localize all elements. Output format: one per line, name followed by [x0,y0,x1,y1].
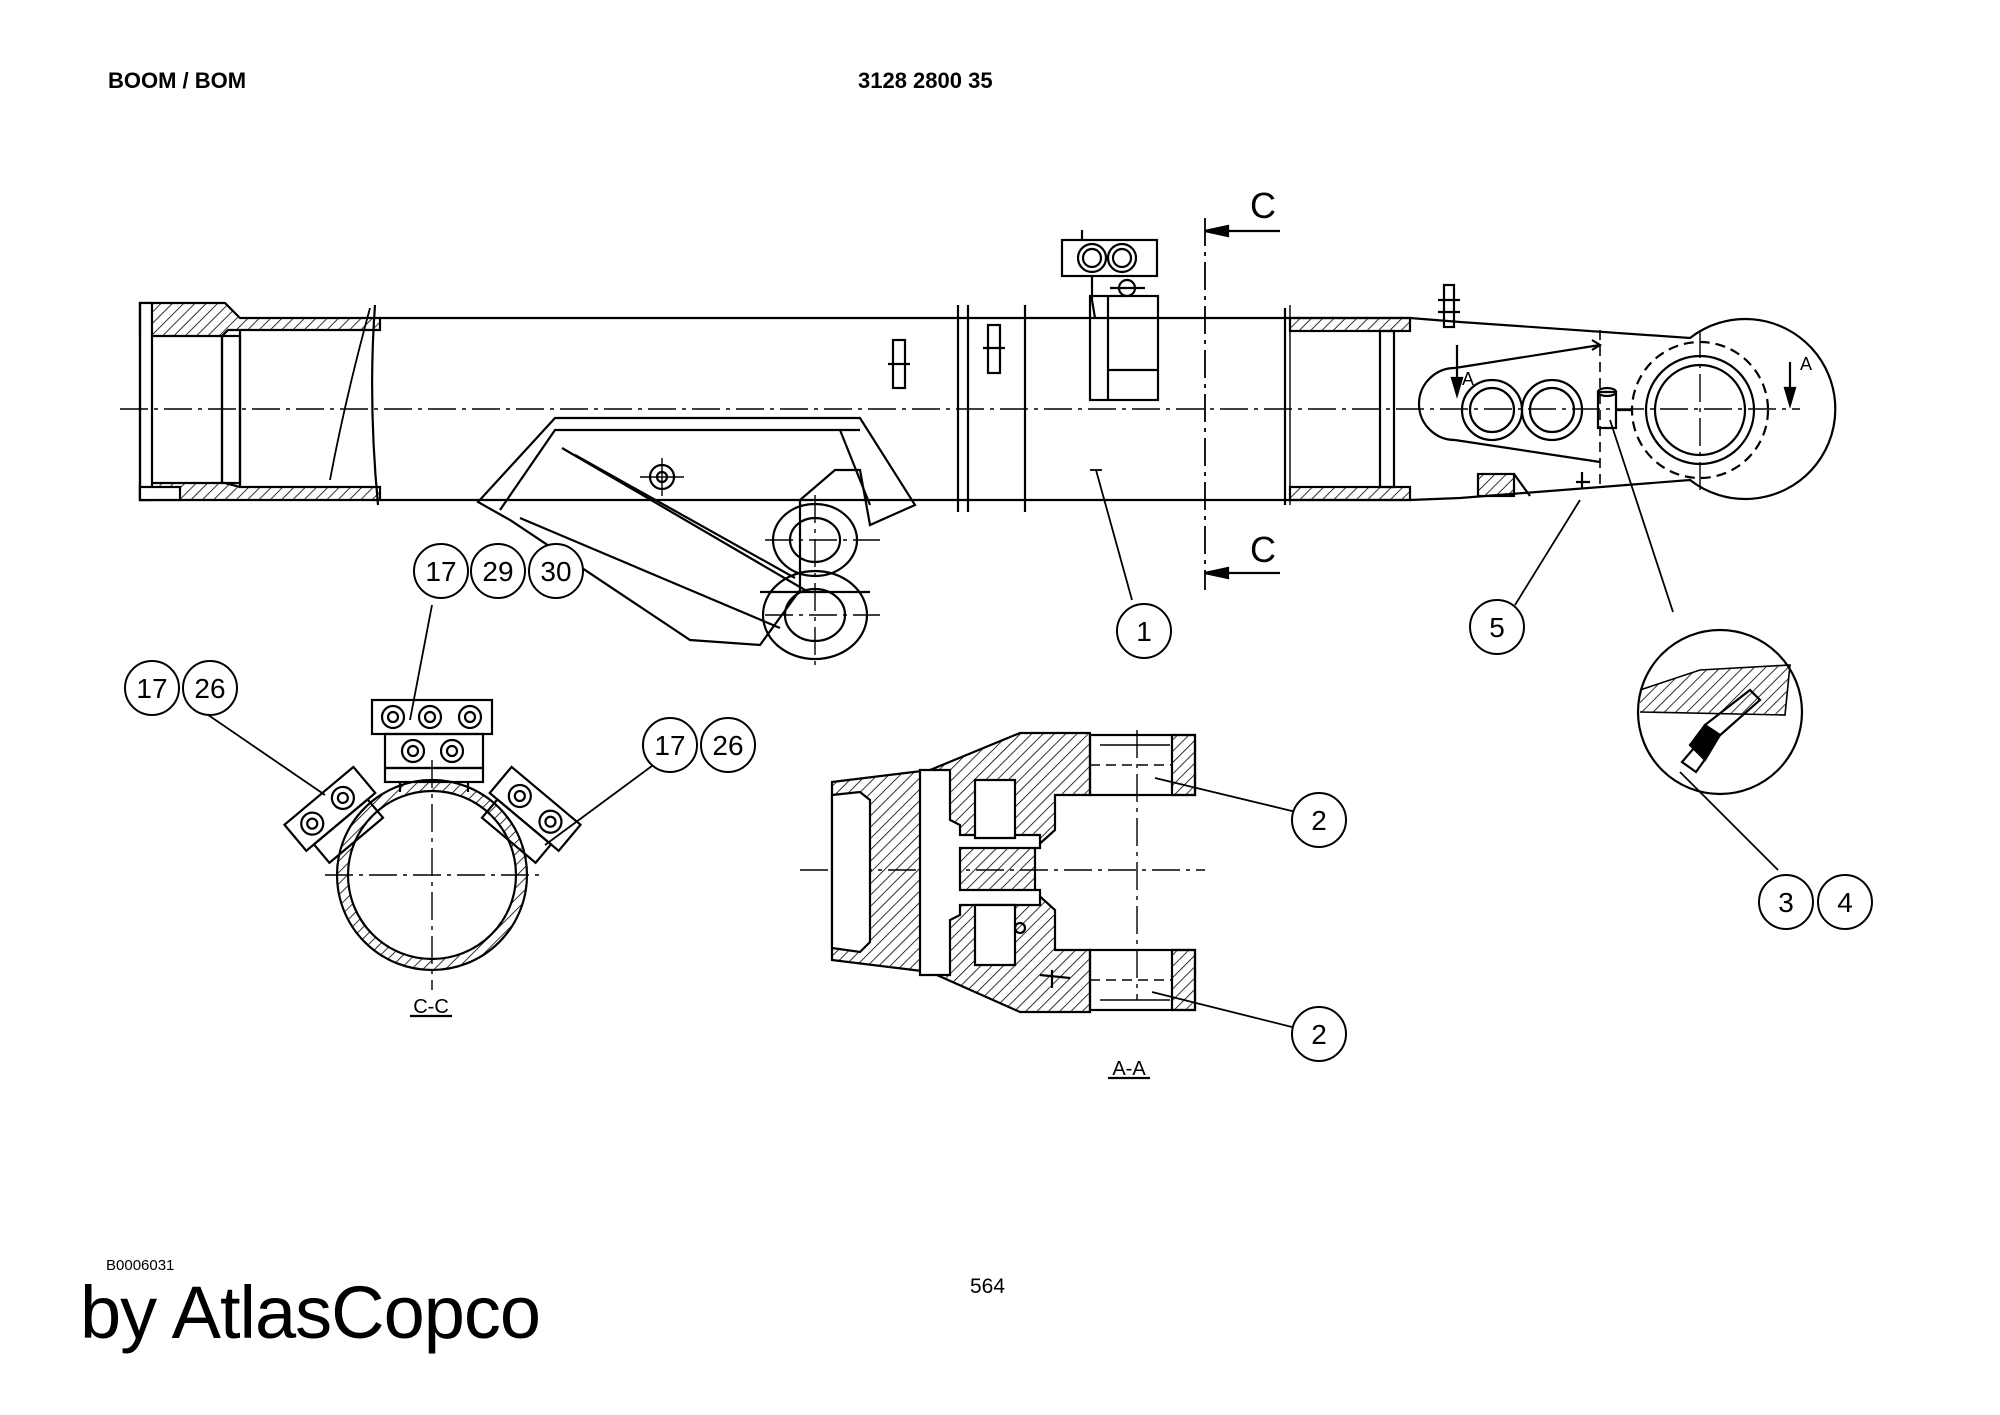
part-number: 3128 2800 35 [858,68,993,93]
callout-29: 29 [482,556,513,587]
view-label-c-c: C-C [413,996,449,1018]
callout-26b: 26 [712,730,743,761]
callout-balloon-17c [642,717,698,773]
callout-balloon-29 [470,543,526,599]
section-mark-c-bottom: C [1250,529,1276,570]
callout-17b: 17 [136,673,167,704]
callout-4: 4 [1837,887,1853,918]
callout-17c: 17 [654,730,685,761]
drawing-title: BOOM / BOM [108,68,247,93]
callout-26a: 26 [194,673,225,704]
section-marks: C C A A [1250,185,1812,570]
callout-17a: 17 [425,556,456,587]
callout-balloon-3 [1758,874,1814,930]
callout-balloon-4 [1817,874,1873,930]
callout-balloon-17a [413,543,469,599]
section-mark-a-right: A [1800,354,1812,374]
callout-balloon-26b [700,717,756,773]
callout-1: 1 [1136,616,1152,647]
view-labels: C-C A-A [413,996,1146,1080]
callout-balloon-17b [124,660,180,716]
callout-balloon-2a [1291,792,1347,848]
page-number: 564 [970,1275,1006,1298]
callout-5: 5 [1489,612,1505,643]
brand-watermark: by AtlasCopco [80,1271,541,1354]
detail-view [1636,628,1804,796]
callout-3: 3 [1778,887,1794,918]
section-mark-c-top: C [1250,185,1276,226]
section-a-a [800,730,1205,1080]
callout-balloon-1 [1116,603,1172,659]
drawing-code: B0006031 [106,1257,175,1274]
callout-balloons [124,543,1873,1062]
callout-balloon-26a [182,660,238,716]
callout-balloon-30 [528,543,584,599]
callout-30: 30 [540,556,571,587]
callout-balloon-5 [1469,599,1525,655]
callout-labels: 1 2 2 3 4 5 17 29 30 17 26 17 26 [136,556,1852,1050]
view-label-a-a: A-A [1112,1058,1146,1080]
callout-2b: 2 [1311,1019,1327,1050]
section-c-c [282,698,583,1018]
callout-balloon-2b [1291,1006,1347,1062]
boom-elevation [120,218,1837,665]
section-mark-a-left: A [1462,369,1474,389]
callout-2a: 2 [1311,805,1327,836]
